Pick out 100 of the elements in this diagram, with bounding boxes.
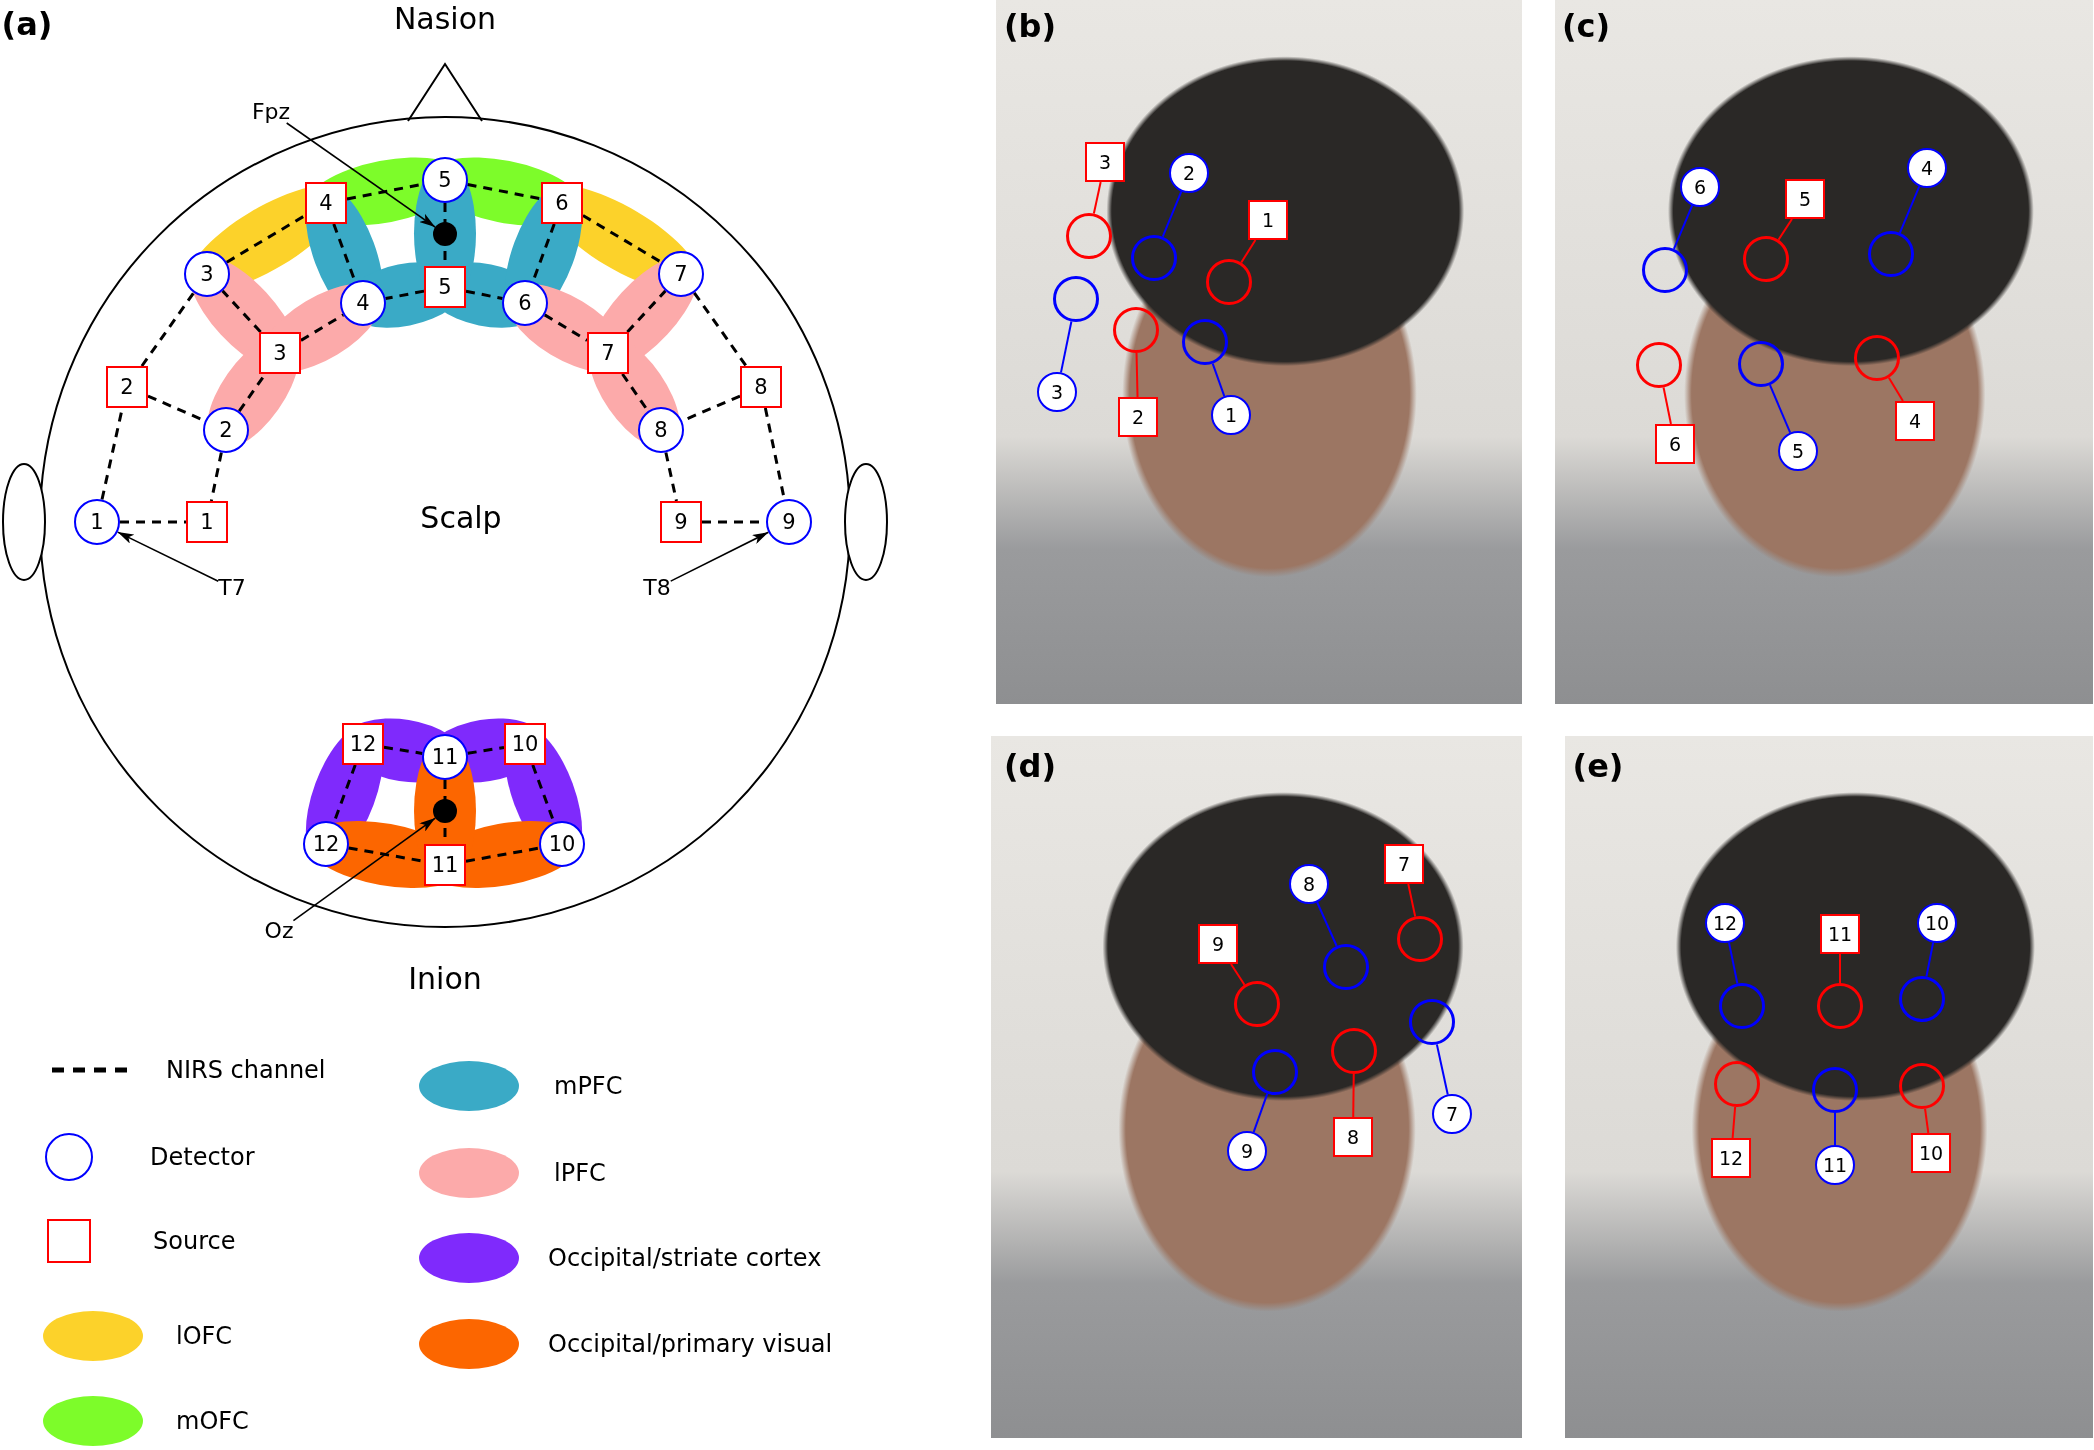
source-callout: 3 [1085,142,1125,182]
nirs-channel-line [467,745,505,755]
optode-ring [1899,1063,1945,1109]
optode-ring [1182,319,1228,365]
leader-arrow [292,817,437,922]
leader-arrow [669,531,770,582]
leader-line [1662,386,1672,425]
optode-ring [1899,976,1945,1022]
legend-label: mPFC [554,1072,623,1100]
leader-line [1728,941,1739,985]
nirs-channel-line [209,452,223,502]
source-square: 2 [106,366,148,408]
legend-label: Detector [150,1143,255,1171]
source-callout: 11 [1820,914,1860,954]
source-callout: 5 [1785,179,1825,219]
optode-ring [1409,999,1455,1045]
source-square: 4 [305,182,347,224]
optode-ring [1642,247,1688,293]
legend-label: Occipital/primary visual [548,1330,833,1358]
leader-line [1135,352,1139,398]
nirs-channel-line [621,373,650,412]
leader-line [1435,1043,1449,1096]
optode-ring [1636,342,1682,388]
nirs-channel-line [465,289,503,300]
source-callout: 10 [1911,1133,1951,1173]
nirs-channel-line [221,289,262,333]
panel-label: (d) [1003,747,1057,785]
legend-label: lPFC [554,1159,606,1187]
nirs-channel-line [543,313,588,342]
nirs-channel-line [385,289,425,301]
optode-ring [1113,307,1159,353]
source-callout: 1 [1248,200,1288,240]
optode-ring [1817,983,1863,1029]
legend-label: mOFC [176,1407,249,1435]
source-callout: 12 [1711,1138,1751,1178]
leader-line [1887,376,1904,402]
optode-ring [1868,231,1914,277]
source-square: 10 [504,723,546,765]
optode-ring [1714,1061,1760,1107]
leader-line [1230,963,1246,986]
leader-line [1060,320,1073,374]
leader-line [1316,901,1338,947]
nirs-channel-line [467,182,542,201]
leader-line [1731,1105,1737,1139]
legend-label: lOFC [176,1322,233,1350]
source-callout: 9 [1198,924,1238,964]
nirs-channel-line [300,313,345,342]
legend-label: Source [153,1227,236,1255]
optode-ring [1323,944,1369,990]
source-callout: 7 [1384,844,1424,884]
nirs-channel-line [465,846,540,863]
leader-line [1352,1073,1355,1118]
source-square: 11 [424,844,466,886]
nirs-channel-line [693,291,748,367]
panel-label: (e) [1572,747,1624,785]
source-callout: 6 [1655,424,1695,464]
source-square: 6 [541,182,583,224]
nirs-channel-line [582,214,662,264]
optode-ring [1131,235,1177,281]
source-square: 1 [186,501,228,543]
landmark-label: Nasion [393,0,497,36]
leader-line [1211,362,1226,398]
source-callout: 4 [1895,401,1935,441]
leader-line [1672,204,1694,250]
leader-line [1898,185,1921,234]
optode-ring [1053,276,1099,322]
panel-label: (c) [1561,7,1611,45]
nirs-channel-line [383,745,423,755]
nirs-channel-line [140,291,195,367]
leader-arrow [116,531,220,583]
optode-ring [1234,981,1280,1027]
optode-ring [1854,335,1900,381]
leader-line [1252,1092,1269,1134]
legend-label: Occipital/striate cortex [548,1244,822,1272]
optode-ring [1738,341,1784,387]
leader-line [1240,239,1257,264]
legend-label: NIRS channel [166,1056,326,1084]
nirs-channel-line [626,289,667,333]
electrode-label: T8 [643,577,671,599]
optode-ring [1206,259,1252,305]
source-square: 7 [587,332,629,374]
panel-label: (b) [1003,7,1057,45]
optode-ring [1252,1049,1298,1095]
nirs-channel-line [120,520,186,524]
leader-line [1834,1112,1836,1146]
leader-line [1407,883,1417,918]
landmark-label: Scalp [420,499,502,535]
leader-line [1777,218,1793,241]
electrode-label: T7 [218,577,246,599]
electrode-label: Fpz [251,101,291,123]
source-callout: 2 [1118,397,1158,437]
optode-ring [1743,236,1789,282]
source-callout: 8 [1333,1117,1373,1157]
leader-line [1161,190,1183,238]
leader-line [1839,953,1841,984]
leader-arrow [285,122,436,228]
source-square: 5 [424,266,466,308]
nirs-channel-line [226,214,306,264]
leader-line [1769,384,1792,434]
leader-line [1924,1107,1930,1134]
